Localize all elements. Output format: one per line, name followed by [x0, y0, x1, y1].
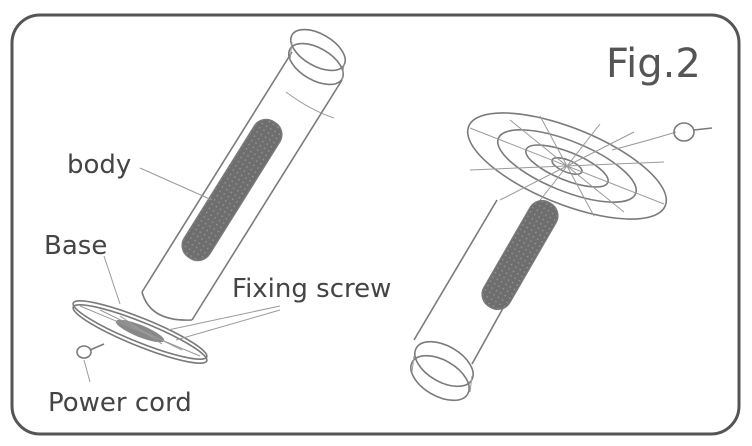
figure-frame — [10, 13, 741, 436]
right-heater-body — [410, 199, 559, 402]
leader-screw-2 — [175, 309, 281, 341]
left-base-disc — [72, 300, 208, 364]
label-fixing-screw: Fixing screw — [232, 274, 392, 304]
figure-title: Fig.2 — [606, 41, 701, 87]
label-base: Base — [44, 231, 108, 261]
leader-screw-1 — [167, 305, 281, 331]
label-body: body — [67, 150, 132, 180]
left-heater-body — [141, 28, 346, 321]
leader-cord — [83, 359, 91, 383]
label-power-cord: Power cord — [48, 388, 192, 418]
right-heating-mesh — [481, 199, 559, 311]
right-base-disc — [466, 112, 668, 220]
leader-body — [139, 167, 213, 201]
right-power-plug — [611, 122, 713, 151]
left-power-plug — [76, 343, 105, 359]
leader-base — [103, 255, 121, 305]
left-heating-mesh — [181, 118, 283, 262]
